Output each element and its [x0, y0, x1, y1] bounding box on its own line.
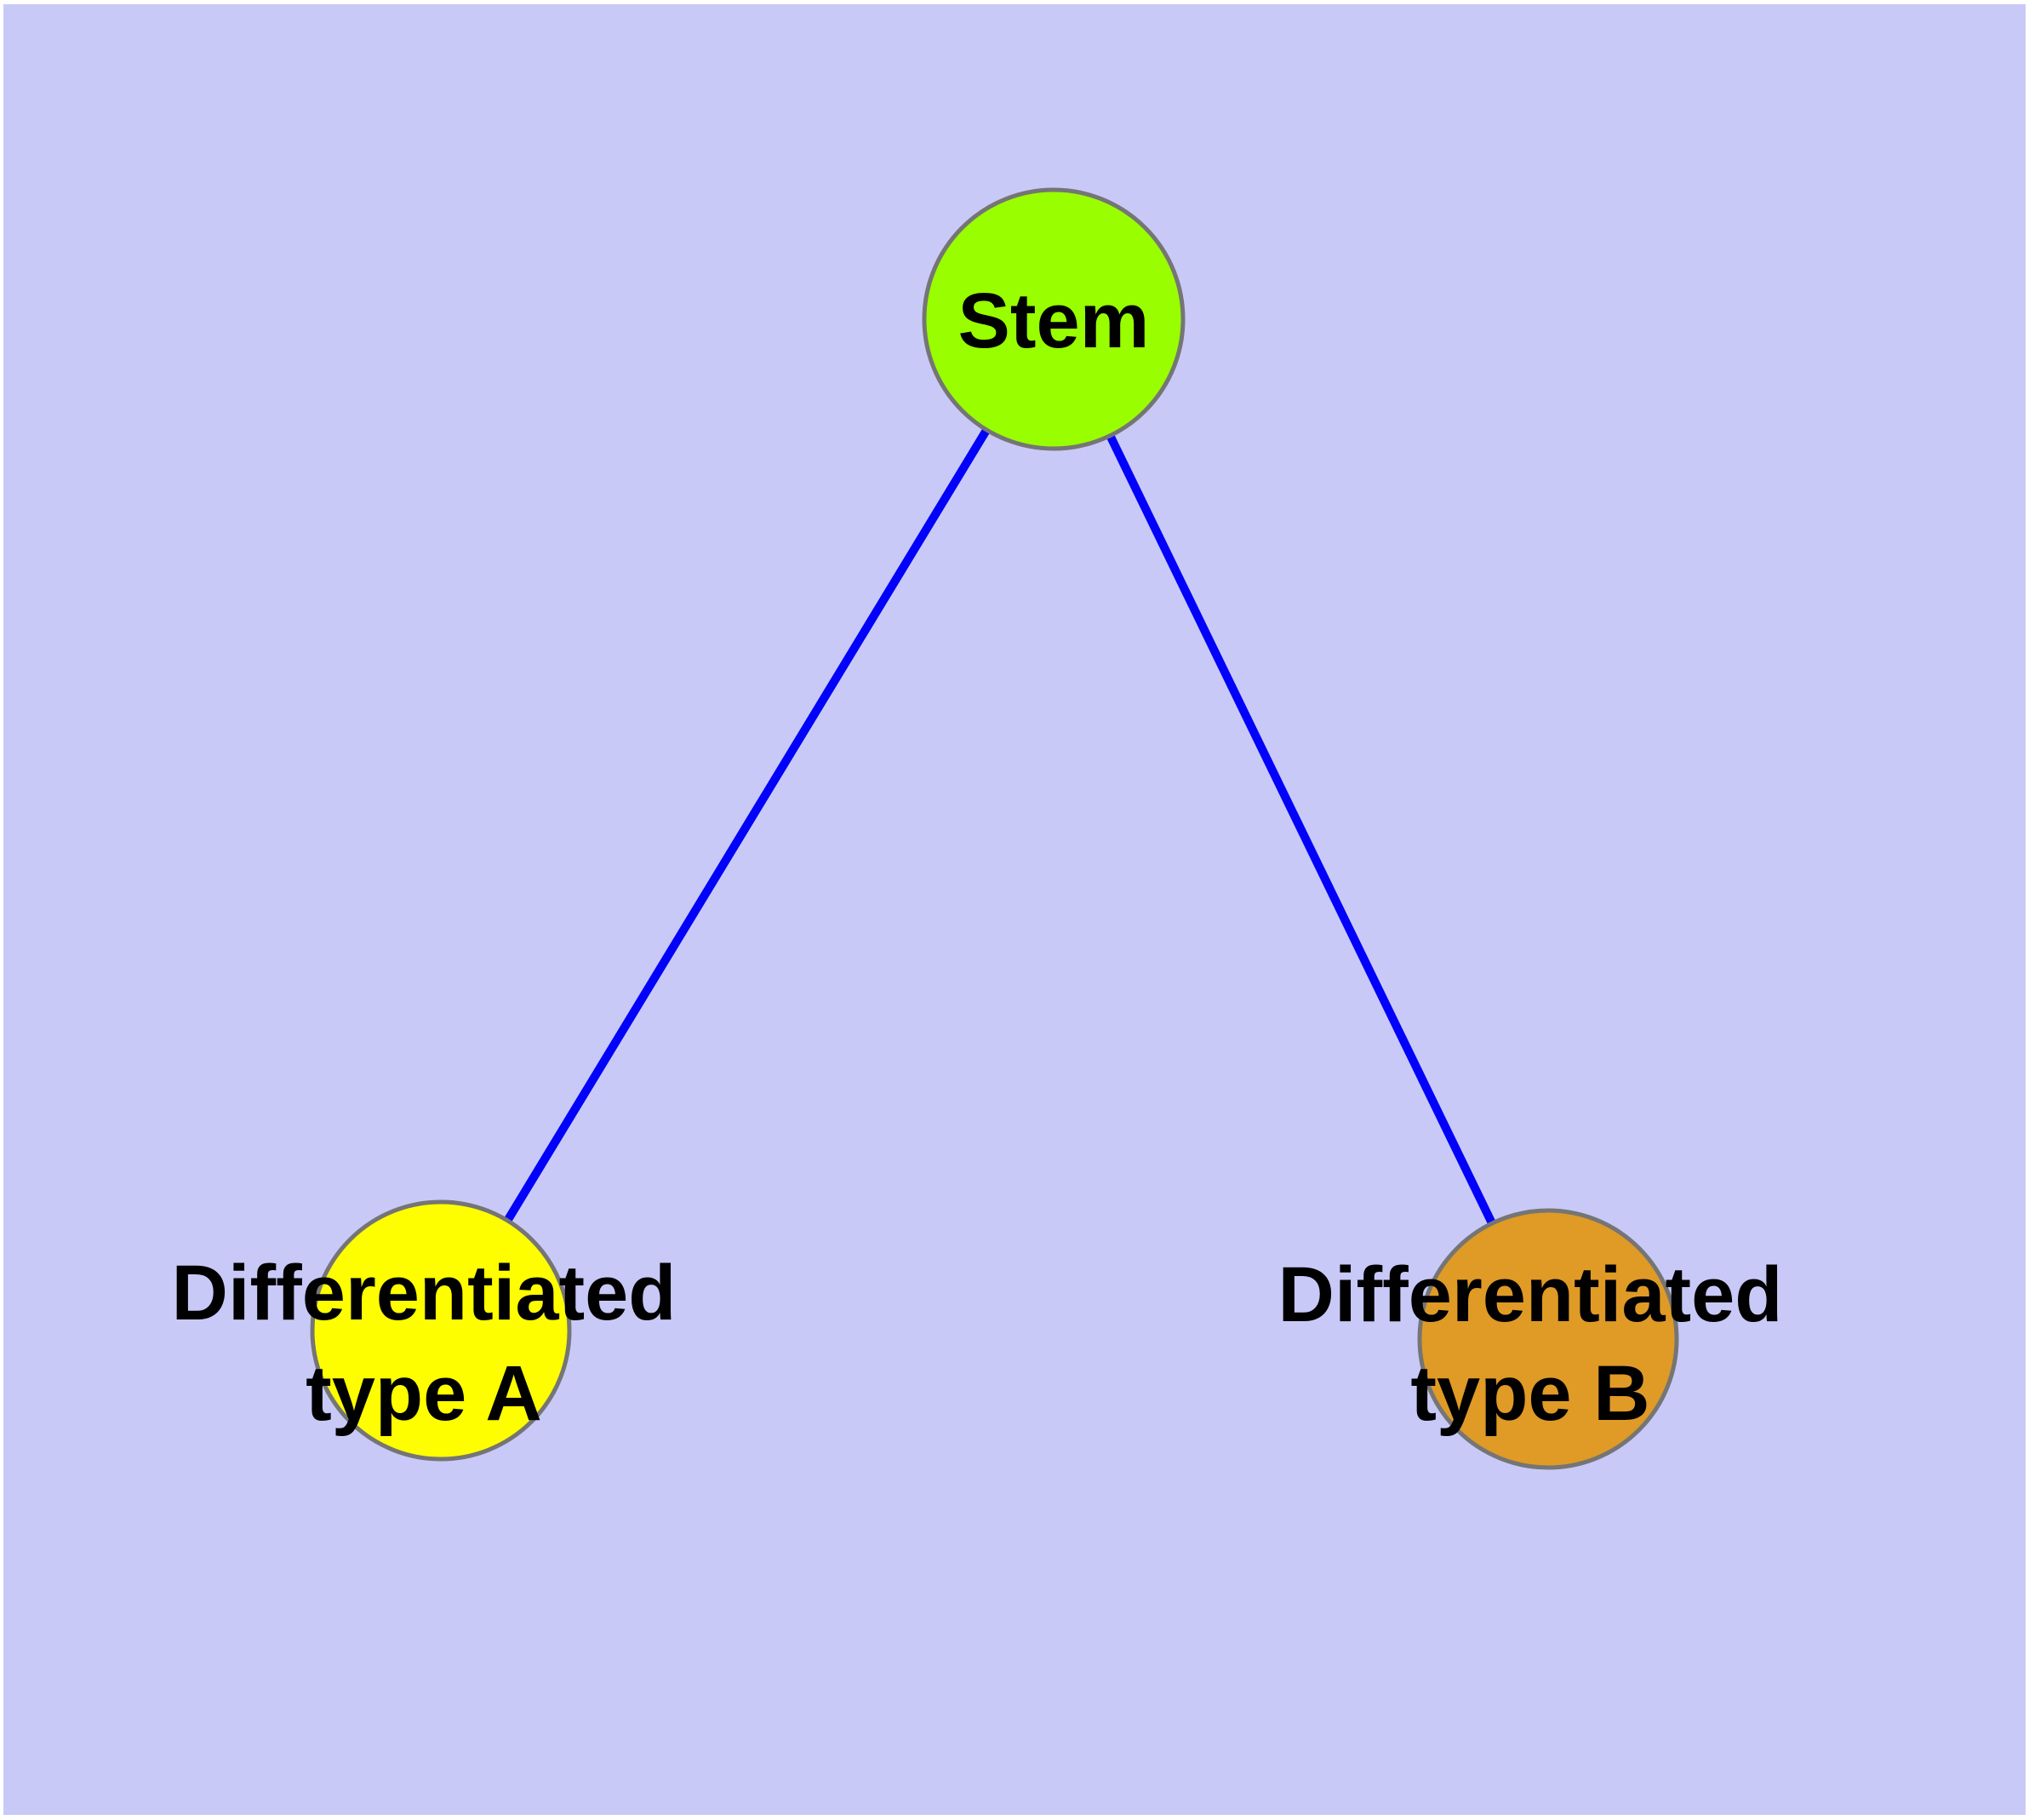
- edge-stem-to-type-a[interactable]: [437, 317, 1058, 1333]
- node-type-b-label-line1: Differentiated: [1278, 1251, 1783, 1338]
- edge-stem-to-type-b[interactable]: [1049, 317, 1552, 1342]
- node-type-a-label-line2: type A: [306, 1350, 542, 1437]
- node-stem-label: Stem: [958, 278, 1150, 364]
- node-type-b-label-line2: type B: [1410, 1350, 1649, 1437]
- node-stem-circle[interactable]: [922, 187, 1186, 451]
- node-type-a-label-line1: Differentiated: [172, 1250, 677, 1336]
- node-type-a-circle[interactable]: [310, 1199, 572, 1462]
- node-type-b-circle[interactable]: [1417, 1208, 1679, 1470]
